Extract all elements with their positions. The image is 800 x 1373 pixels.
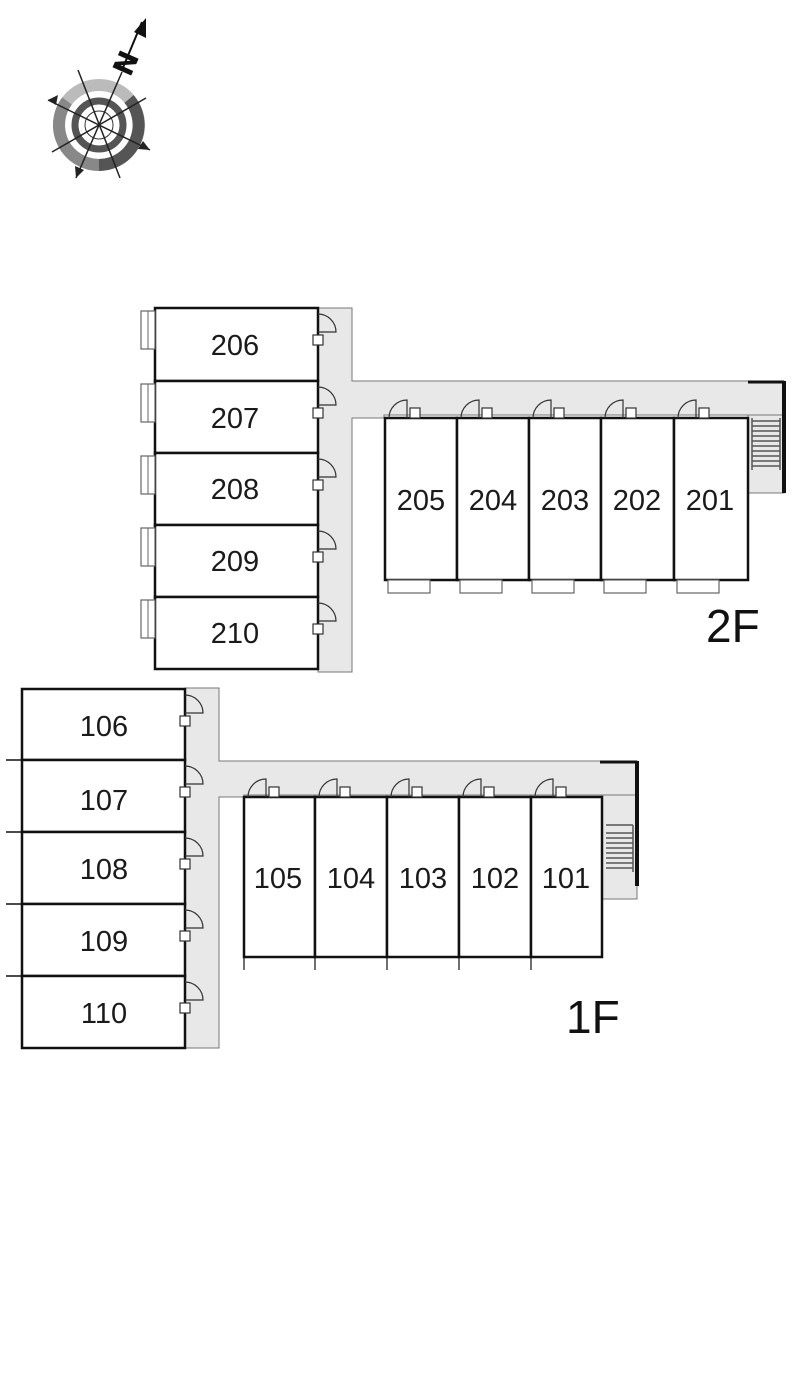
unit-label: 205 (397, 485, 445, 517)
unit-209: 209 (140, 523, 337, 599)
unit-label: 208 (211, 474, 259, 506)
unit-label: 108 (80, 854, 128, 886)
unit-label: 109 (80, 926, 128, 958)
unit-label: 103 (399, 863, 447, 895)
unit-208: 208 (140, 451, 337, 527)
unit-label: 101 (542, 863, 590, 895)
unit-label: 105 (254, 863, 302, 895)
unit-106: 106 (20, 687, 204, 762)
unit-101: 101 (529, 778, 604, 970)
unit-202: 202 (599, 399, 676, 594)
unit-label: 204 (469, 485, 517, 517)
unit-205: 205 (383, 399, 459, 594)
unit-label: 102 (471, 863, 519, 895)
floor-2-label: 2F (706, 600, 760, 652)
unit-103: 103 (385, 778, 461, 970)
unit-label: 210 (211, 618, 259, 650)
unit-label: 201 (686, 485, 734, 517)
north-label: N (106, 46, 146, 81)
floor-1-corridor (184, 687, 638, 1049)
unit-201: 201 (672, 399, 750, 594)
floor-2-plan: 206 207 208 209 (140, 306, 786, 673)
unit-label: 206 (211, 330, 259, 362)
floor-1-label: 1F (566, 991, 620, 1043)
unit-109: 109 (6, 902, 204, 978)
unit-108: 108 (6, 830, 204, 906)
unit-label: 104 (327, 863, 375, 895)
unit-107: 107 (6, 758, 204, 834)
unit-110: 110 (6, 974, 204, 1050)
unit-204: 204 (455, 399, 531, 594)
floor-1-stairs (600, 760, 639, 900)
floor-2-stairs (747, 380, 786, 494)
floor-2-corridor (317, 307, 785, 673)
unit-label: 209 (211, 546, 259, 578)
unit-203: 203 (527, 399, 603, 594)
unit-102: 102 (457, 778, 533, 970)
unit-label: 207 (211, 403, 259, 435)
unit-label: 203 (541, 485, 589, 517)
floor-1-plan: 106 107 108 109 110 (6, 687, 639, 1050)
unit-label: 107 (80, 785, 128, 817)
unit-label: 106 (80, 711, 128, 743)
compass-rose-icon: N (47, 18, 151, 179)
unit-210: 210 (140, 595, 337, 671)
unit-206: 206 (140, 306, 337, 383)
unit-104: 104 (313, 778, 389, 970)
unit-label: 110 (81, 998, 127, 1030)
unit-207: 207 (140, 379, 337, 455)
unit-105: 105 (242, 778, 317, 970)
unit-label: 202 (613, 485, 661, 517)
